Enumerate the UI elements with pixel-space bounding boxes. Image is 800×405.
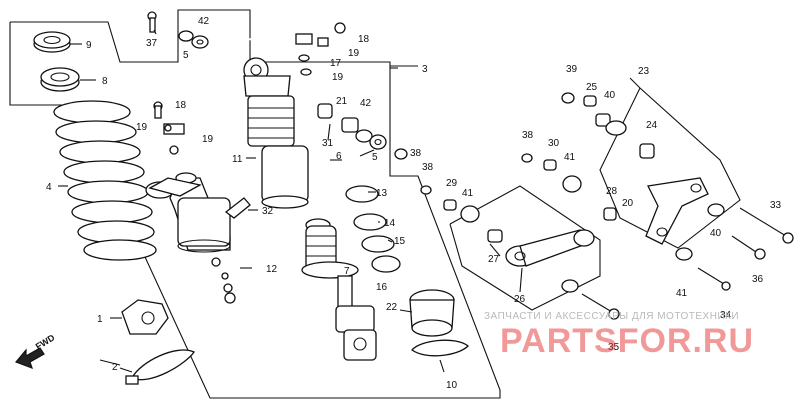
callout-14: 14 xyxy=(384,218,396,229)
callout-38a: 38 xyxy=(410,148,422,159)
coil-spring xyxy=(53,100,157,261)
callout-36: 36 xyxy=(752,274,764,285)
shock-cover xyxy=(121,299,169,335)
callout-8: 8 xyxy=(102,76,108,87)
spring-stopper-clip xyxy=(411,339,469,357)
callout-19d: 19 xyxy=(202,134,214,145)
fwd-arrow-icon xyxy=(14,347,45,370)
callout-41c: 41 xyxy=(676,288,688,299)
callout-35: 35 xyxy=(608,342,620,353)
callout-34: 34 xyxy=(720,310,732,321)
callout-28: 28 xyxy=(606,186,618,197)
callout-42b: 42 xyxy=(360,98,372,109)
callout-24: 24 xyxy=(646,120,658,131)
watermark-logo: PARTSFOR.RU xyxy=(500,322,755,360)
callout-20: 20 xyxy=(622,198,634,209)
callout-23: 23 xyxy=(638,66,650,77)
callout-6: 6 xyxy=(336,151,342,162)
callout-2: 2 xyxy=(112,362,118,373)
callout-1: 1 xyxy=(97,314,103,325)
callout-41a: 41 xyxy=(462,188,474,199)
callout-15: 15 xyxy=(394,236,406,247)
bump-rubber xyxy=(409,289,455,337)
callout-10: 10 xyxy=(446,380,458,391)
linkage-outline xyxy=(449,87,741,311)
reservoir-valve-parts xyxy=(211,257,236,304)
reservoir xyxy=(145,172,231,253)
callout-4: 4 xyxy=(46,182,52,193)
callout-5b: 5 xyxy=(372,152,378,163)
shock-link xyxy=(645,177,709,245)
callout-31: 31 xyxy=(322,138,334,149)
spring-seat-8 xyxy=(40,67,80,92)
callout-19c: 19 xyxy=(136,122,148,133)
reservoir-hose xyxy=(163,33,313,135)
callout-19a: 19 xyxy=(348,48,360,59)
callout-7: 7 xyxy=(344,266,350,277)
callout-26: 26 xyxy=(514,294,526,305)
linkage-bushings xyxy=(394,92,725,293)
decal xyxy=(224,197,251,219)
callout-12: 12 xyxy=(266,264,278,275)
callout-labels: 1 2 3 4 5 5 6 7 8 9 10 11 12 13 14 15 16… xyxy=(34,16,782,391)
damper-collars xyxy=(317,103,387,150)
callout-40b: 40 xyxy=(710,228,722,239)
hose-clamp-band xyxy=(125,349,195,385)
callout-32: 32 xyxy=(262,206,274,217)
callout-11: 11 xyxy=(232,154,243,165)
callout-18a: 18 xyxy=(358,34,370,45)
callout-16: 16 xyxy=(376,282,388,293)
callout-33: 33 xyxy=(770,200,782,211)
fwd-label: FWD xyxy=(34,332,57,352)
callout-18b: 18 xyxy=(175,100,187,111)
damper-rod-lower xyxy=(301,218,377,361)
hose-fittings xyxy=(147,11,346,155)
callout-38b: 38 xyxy=(522,130,534,141)
bushing-washers xyxy=(178,30,209,49)
callout-22: 22 xyxy=(386,302,398,313)
damper-body xyxy=(243,57,309,209)
callout-38c: 38 xyxy=(422,162,434,173)
callout-19b: 19 xyxy=(332,72,344,83)
callout-21: 21 xyxy=(336,96,348,107)
o-rings xyxy=(345,185,401,273)
callout-41b: 41 xyxy=(564,152,576,163)
callout-13: 13 xyxy=(376,188,388,199)
leader-lines xyxy=(58,29,641,373)
spring-seat-9 xyxy=(33,31,71,53)
callout-25: 25 xyxy=(586,82,598,93)
callout-5a: 5 xyxy=(183,50,189,61)
callout-29: 29 xyxy=(446,178,458,189)
linkage-bolts xyxy=(581,207,794,320)
callout-42a: 42 xyxy=(198,16,210,27)
callout-9: 9 xyxy=(86,40,92,51)
shock-arm xyxy=(505,229,595,267)
callout-17: 17 xyxy=(330,58,342,69)
callout-37: 37 xyxy=(146,38,158,49)
callout-40a: 40 xyxy=(604,90,616,101)
callout-3: 3 xyxy=(422,64,428,75)
watermark-tagline: ЗАПЧАСТИ И АКСЕССУАРЫ ДЛЯ МОТОТЕХНИКИ xyxy=(484,311,740,322)
callout-39: 39 xyxy=(566,64,578,75)
callout-27: 27 xyxy=(488,254,500,265)
callout-30: 30 xyxy=(548,138,560,149)
